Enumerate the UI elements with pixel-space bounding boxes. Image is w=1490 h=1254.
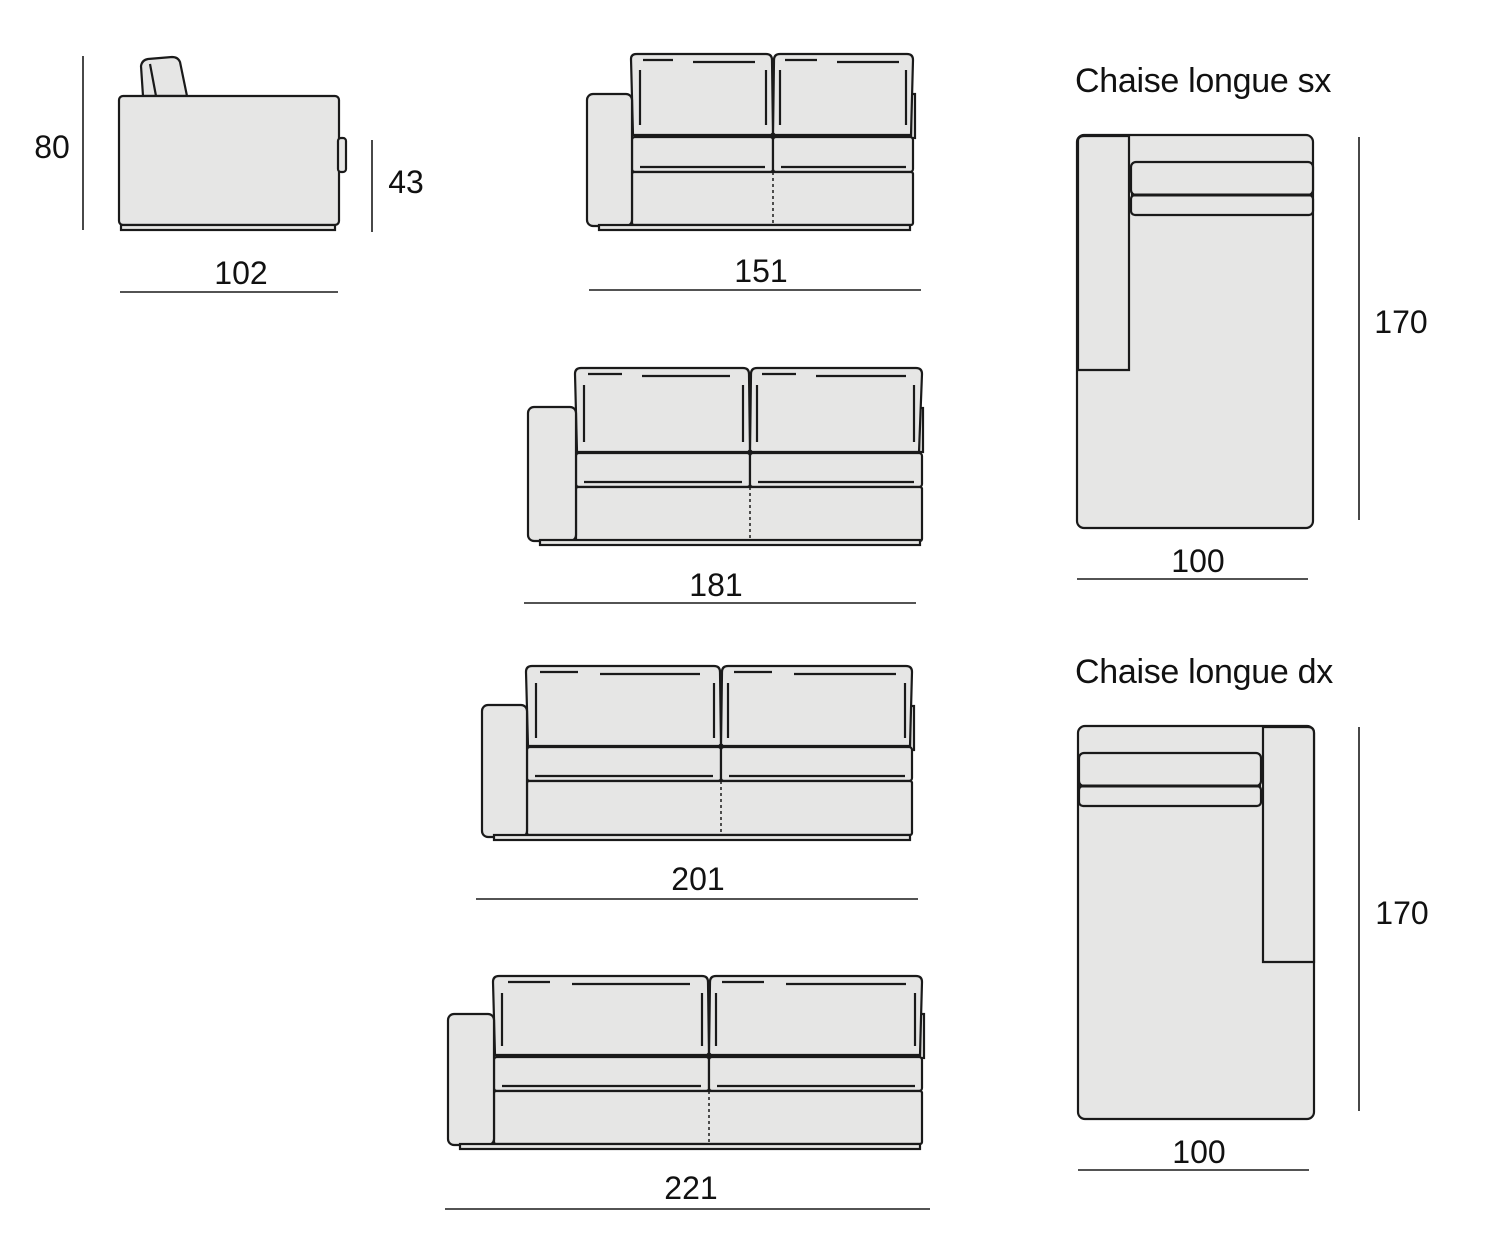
sofa-151-width-label: 151 — [734, 253, 788, 289]
chaise-sx-top-view — [1075, 133, 1360, 580]
sofa-151-front-view — [585, 52, 921, 291]
sofa-221-width-label: 221 — [664, 1170, 718, 1206]
side-view — [82, 55, 373, 293]
sofa-221-front-view — [445, 974, 930, 1210]
sofa-201-front-view — [476, 664, 918, 900]
side-depth-label: 102 — [214, 255, 268, 291]
side-height-total-label: 80 — [34, 129, 70, 165]
chaise-dx-title: Chaise longue dx — [1075, 653, 1333, 691]
sofa-181-front-view — [524, 366, 925, 604]
sofa-181-width-label: 181 — [689, 567, 743, 603]
chaise-dx-length-label: 170 — [1375, 895, 1429, 931]
chaise-sx-length-label: 170 — [1374, 304, 1428, 340]
chaise-dx-width-label: 100 — [1172, 1134, 1226, 1170]
side-seat-height-label: 43 — [388, 164, 424, 200]
chaise-sx-width-label: 100 — [1171, 543, 1225, 579]
chaise-dx-top-view — [1076, 724, 1360, 1171]
chaise-sx-title: Chaise longue sx — [1075, 62, 1332, 100]
sofa-201-width-label: 201 — [671, 861, 725, 897]
